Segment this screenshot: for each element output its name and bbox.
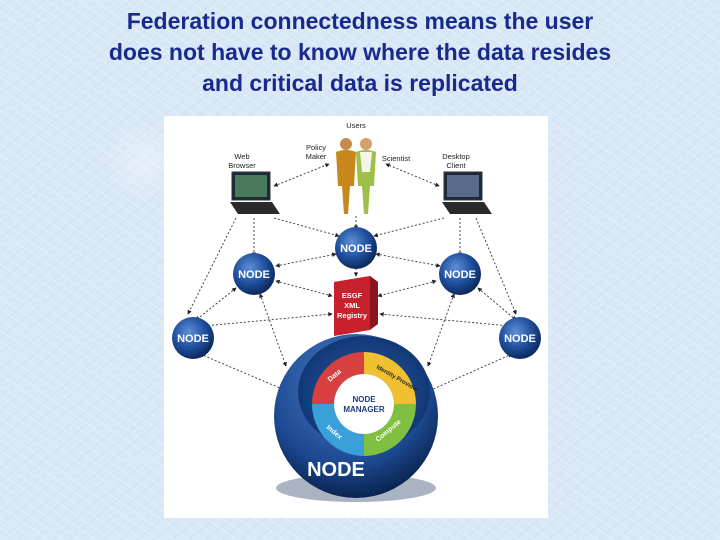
scientist-icon	[356, 138, 376, 214]
connection-lines	[187, 163, 517, 395]
segment-index	[312, 404, 364, 456]
registry-label-3: Registry	[337, 311, 368, 320]
node-right-label: NODE	[444, 269, 476, 281]
desktop-client-label-1: Desktop	[442, 152, 470, 161]
users-group: Users Policy Maker Scientist	[306, 121, 411, 214]
slide-title: Federation connectedness means the user …	[0, 6, 720, 99]
web-browser-label-1: Web	[234, 152, 249, 161]
desktop-keyboard	[442, 202, 492, 214]
registry-label-1: ESGF	[342, 291, 363, 300]
node-left-label: NODE	[238, 269, 270, 281]
esgf-registry: ESGF XML Registry	[334, 276, 378, 336]
segment-compute	[364, 404, 416, 456]
node-top-label: NODE	[340, 243, 372, 255]
title-line-2: does not have to know where the data res…	[108, 39, 612, 65]
node-right: NODE	[439, 253, 481, 295]
desktop-client-label-2: Client	[446, 161, 466, 170]
registry-label-2: XML	[344, 301, 360, 310]
title-line-3: and critical data is replicated	[202, 70, 518, 96]
web-browser-laptop: Web Browser	[228, 152, 280, 214]
federation-diagram: Users Policy Maker Scientist Web Browser…	[164, 116, 548, 518]
node-top: NODE	[335, 227, 377, 269]
big-node-label: NODE	[307, 459, 365, 481]
federation-diagram-svg: Users Policy Maker Scientist Web Browser…	[172, 121, 541, 502]
node-far-right-label: NODE	[504, 333, 536, 345]
segment-data	[312, 352, 364, 404]
node-left: NODE	[233, 253, 275, 295]
node-far-left: NODE	[172, 317, 214, 359]
policy-maker-label-2: Maker	[306, 152, 327, 161]
desktop-client-laptop: Desktop Client	[442, 152, 492, 214]
segment-identity	[364, 352, 416, 404]
browser-keyboard	[230, 202, 280, 214]
node-manager-ring	[312, 352, 416, 456]
title-line-1: Federation connectedness means the user	[126, 8, 594, 34]
node-far-left-label: NODE	[177, 333, 209, 345]
policy-maker-label-1: Policy	[306, 143, 326, 152]
node-manager-sphere: Data Identity Provider Index Compute NOD…	[274, 334, 438, 502]
node-manager-label-2: MANAGER	[343, 405, 385, 414]
policy-maker-icon	[336, 138, 356, 214]
users-heading: Users	[346, 121, 366, 130]
web-browser-label-2: Browser	[228, 161, 256, 170]
node-manager-label-1: NODE	[352, 395, 376, 404]
node-far-right: NODE	[499, 317, 541, 359]
scientist-label: Scientist	[382, 154, 411, 163]
